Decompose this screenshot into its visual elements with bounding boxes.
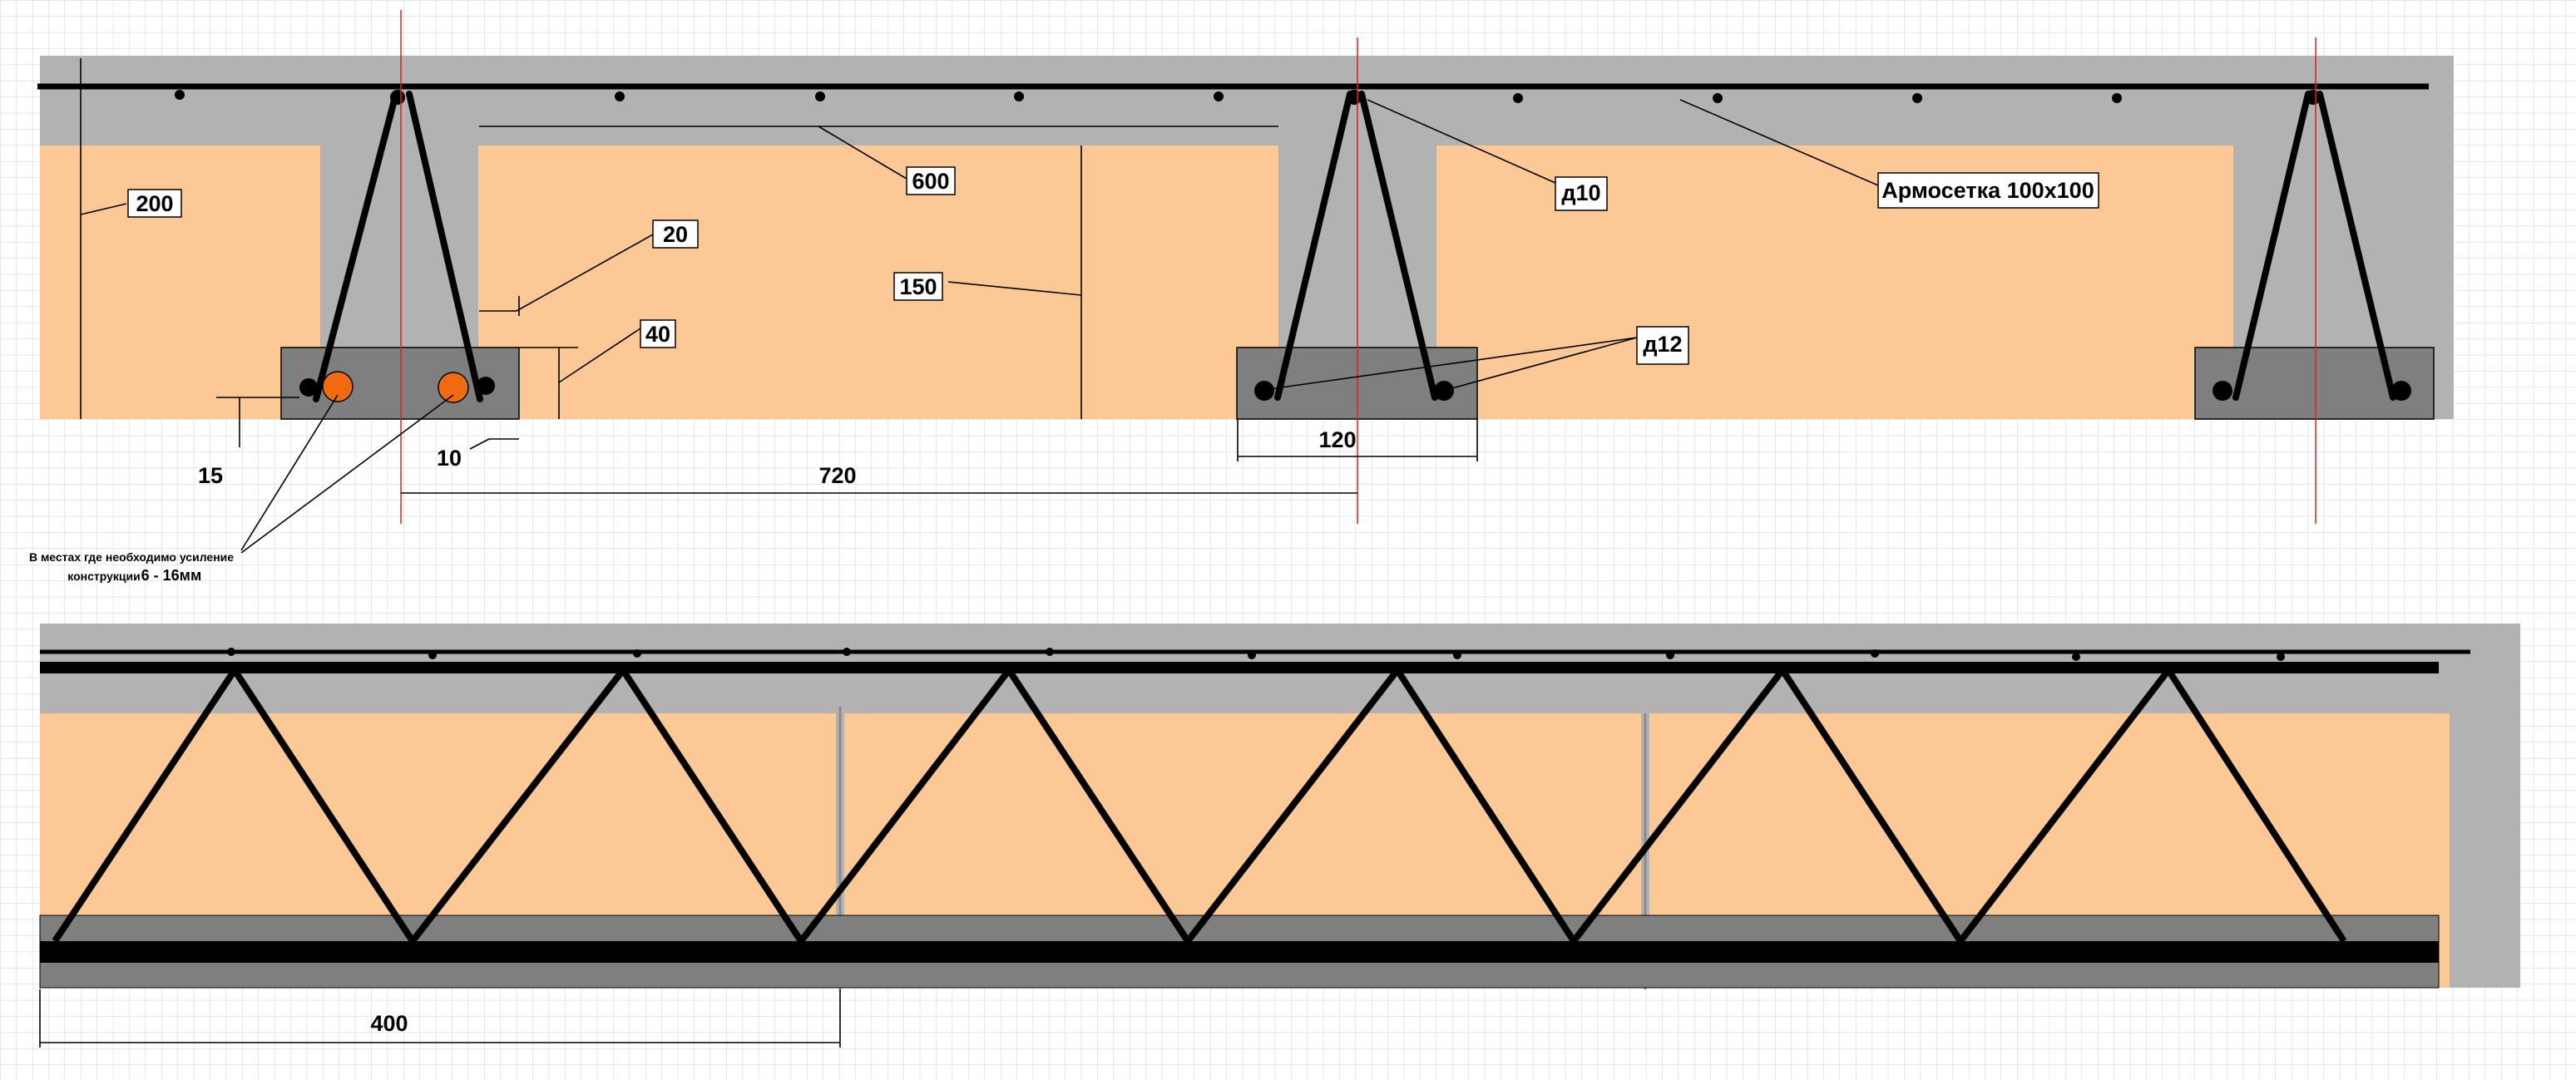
mesh-rods bbox=[175, 90, 2122, 103]
dim-600: 600 bbox=[912, 169, 949, 194]
label-d10: д10 bbox=[1561, 180, 1600, 205]
dim-150: 150 bbox=[899, 274, 937, 299]
d12-rod bbox=[477, 377, 495, 395]
extra-rebar bbox=[438, 372, 469, 403]
filler-block bbox=[478, 145, 1278, 419]
labels-top: 200 600 20 150 40 д10 Армосетка 100х100 … bbox=[29, 166, 2099, 584]
rib-base bbox=[2194, 347, 2435, 420]
dimension-lines bbox=[80, 58, 1879, 554]
mesh-rod bbox=[1214, 91, 1224, 101]
d10-rod bbox=[1347, 90, 1362, 105]
d12-rod bbox=[299, 378, 318, 397]
label-d12: д12 bbox=[1643, 332, 1682, 357]
d12-rod bbox=[2391, 381, 2411, 401]
truss-web bbox=[52, 667, 2347, 944]
filler-block bbox=[40, 145, 320, 419]
cross-section: 200 600 20 150 40 д10 Армосетка 100х100 … bbox=[29, 10, 2454, 584]
d12-rod bbox=[2213, 381, 2232, 401]
d10-rod bbox=[390, 90, 405, 105]
mesh-rod bbox=[615, 91, 625, 101]
dimension-400: 400 bbox=[39, 989, 841, 1048]
note-size: 6 - 16мм bbox=[141, 567, 202, 584]
dim-400: 400 bbox=[370, 1011, 408, 1036]
mesh-rod bbox=[1912, 93, 1922, 103]
d12-rod bbox=[1254, 381, 1274, 401]
dim-120: 120 bbox=[1318, 427, 1356, 452]
mesh-rod bbox=[175, 90, 185, 100]
mesh-rod bbox=[1713, 93, 1723, 103]
longitudinal-section: 400 bbox=[39, 624, 2520, 1048]
d12-rod bbox=[1434, 381, 1454, 401]
bottom-chord bbox=[40, 941, 2439, 963]
mesh-rods bbox=[227, 648, 2285, 661]
note-line-2: конструкции bbox=[67, 570, 140, 583]
note-line-1: В местах где необходимо усиление bbox=[29, 550, 234, 564]
mesh-rod bbox=[1513, 93, 1523, 103]
extra-rebar bbox=[322, 371, 354, 402]
top-chord bbox=[40, 662, 2439, 673]
dim-200: 200 bbox=[136, 191, 173, 216]
dim-15: 15 bbox=[198, 463, 223, 488]
dim-10: 10 bbox=[437, 446, 462, 471]
d10-rod bbox=[2306, 90, 2321, 105]
mesh-rod bbox=[815, 91, 825, 101]
dim-720: 720 bbox=[818, 463, 856, 488]
truss-2 bbox=[1254, 90, 1454, 401]
truss-3 bbox=[2213, 90, 2411, 401]
dim-40: 40 bbox=[645, 322, 670, 347]
mesh-rod bbox=[2112, 93, 2122, 103]
mesh-rod bbox=[1014, 91, 1024, 101]
dim-20: 20 bbox=[663, 222, 688, 247]
label-mesh: Армосетка 100х100 bbox=[1881, 178, 2094, 203]
